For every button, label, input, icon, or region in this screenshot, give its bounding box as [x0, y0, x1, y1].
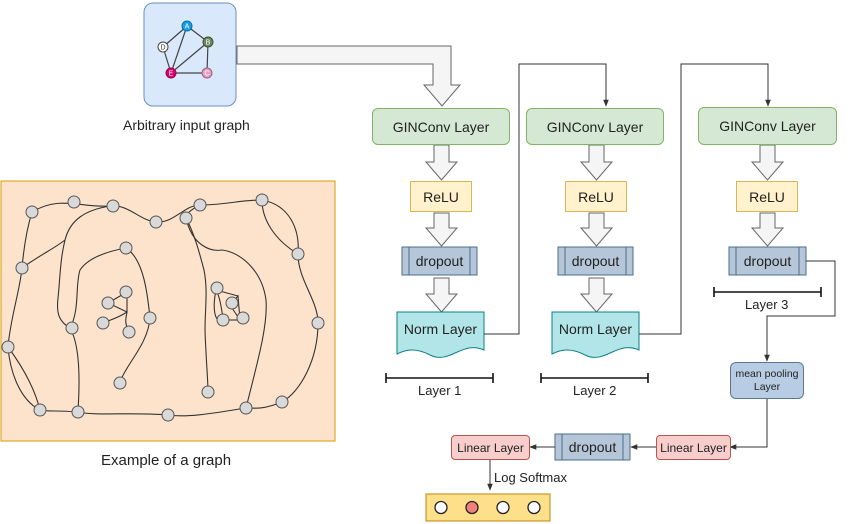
example-node [193, 198, 207, 212]
dropout-1: dropout [415, 253, 464, 269]
example-node [225, 296, 239, 310]
example-node [106, 199, 120, 213]
graph-node-d [157, 41, 169, 53]
norm-layer-1: Norm Layer [403, 321, 478, 337]
linear-layer-left: Linear Layer [451, 435, 530, 460]
output-node [465, 500, 479, 515]
graph-node-b [202, 36, 214, 48]
example-node [161, 408, 175, 422]
input-flow-arrow [236, 45, 462, 107]
example-node [122, 325, 136, 339]
example-graph-nodes [1, 193, 325, 422]
relu-1: ReLU [410, 181, 472, 212]
graph-node-label-b: B [206, 40, 211, 47]
dropout-head: dropout [568, 439, 617, 455]
example-node [71, 405, 85, 419]
example-node [101, 296, 115, 310]
graph-node-label-d: D [160, 45, 165, 52]
graph-node-e [165, 67, 177, 79]
dropout-shapes [401, 246, 807, 461]
example-node [143, 311, 157, 325]
graph-node-label-e: E [169, 71, 174, 78]
input-graph-nodes: A B C D E [157, 20, 214, 79]
example-node [216, 313, 230, 327]
input-graph-caption: Arbitrary input graph [123, 117, 250, 133]
gin-layer-1: GINConv Layer [372, 108, 510, 145]
norm-layer-2: Norm Layer [558, 321, 633, 337]
dropout-2: dropout [571, 253, 620, 269]
output-node [496, 500, 510, 515]
example-node [201, 385, 215, 399]
gin-layer-3: GINConv Layer [698, 107, 837, 145]
layer-1-label: Layer 1 [418, 383, 462, 398]
example-node [67, 195, 81, 209]
relu-2: ReLU [565, 181, 627, 212]
example-node [255, 193, 269, 207]
example-node [1, 340, 15, 354]
layer-brackets [385, 287, 822, 383]
example-node [210, 281, 224, 295]
gin-layer-2: GINConv Layer [526, 108, 664, 145]
layer-2-label: Layer 2 [573, 383, 617, 398]
log-softmax-label: Log Softmax [494, 470, 567, 485]
graph-node-a [181, 20, 193, 32]
example-node [311, 316, 325, 330]
example-node [239, 401, 253, 415]
linear-layer-right: Linear Layer [656, 435, 731, 460]
example-node [275, 395, 289, 409]
layer-3-label: Layer 3 [745, 297, 789, 312]
output-node [434, 500, 448, 515]
graph-node-label-a: A [185, 24, 190, 31]
example-node [119, 241, 133, 255]
relu-3: ReLU [736, 181, 798, 212]
example-graph-caption: Example of a graph [101, 452, 232, 469]
output-nodes [434, 500, 541, 515]
mean-pooling-layer: mean pooling Layer [730, 362, 804, 399]
example-node [291, 247, 305, 261]
column-arrows [424, 144, 785, 313]
output-node [527, 500, 541, 515]
graph-node-c [201, 67, 213, 79]
connector-lines [484, 63, 836, 491]
example-node [119, 285, 133, 299]
example-node [15, 261, 29, 275]
input-graph-panel [143, 2, 237, 107]
norm-shapes [396, 311, 640, 358]
example-node [25, 205, 39, 219]
example-node [33, 403, 47, 417]
example-node [179, 211, 193, 225]
example-node [113, 376, 127, 390]
example-node [236, 311, 250, 325]
example-node [96, 316, 110, 330]
dropout-3: dropout [743, 253, 792, 269]
example-node [149, 215, 163, 229]
graph-node-label-c: C [204, 71, 209, 78]
example-node [65, 321, 79, 335]
